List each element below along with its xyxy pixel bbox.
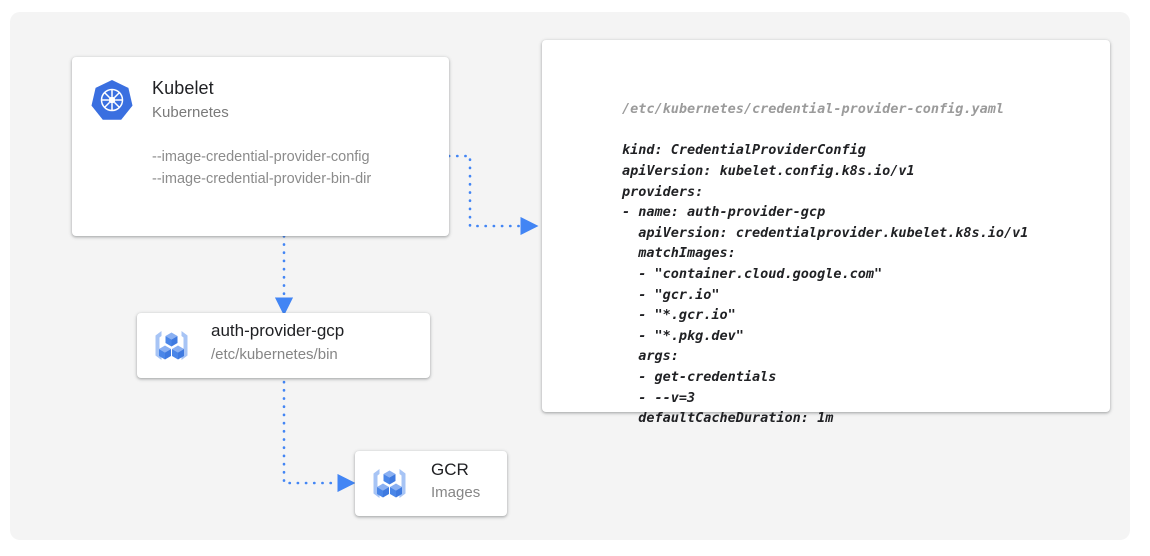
kubelet-node-card[interactable]: Kubelet Kubernetes --image-credential-pr… [72, 57, 449, 236]
kubelet-flag-bin-dir: --image-credential-provider-bin-dir [152, 171, 372, 187]
auth-provider-gcp-node-card[interactable]: auth-provider-gcp /etc/kubernetes/bin [137, 313, 430, 378]
yaml-code-block: /etc/kubernetes/credential-provider-conf… [622, 58, 1028, 449]
yaml-code-body: kind: CredentialProviderConfig apiVersio… [622, 142, 1029, 427]
auth-provider-subtitle: /etc/kubernetes/bin [211, 346, 338, 363]
gcr-subtitle: Images [431, 484, 481, 501]
credential-provider-config-card: /etc/kubernetes/credential-provider-conf… [542, 40, 1110, 426]
auth-provider-title: auth-provider-gcp [211, 321, 345, 340]
kubernetes-logo-icon [88, 77, 136, 125]
kubelet-title: Kubelet [152, 78, 214, 98]
gcr-title: GCR [431, 460, 469, 479]
container-registry-icon [367, 461, 412, 506]
container-registry-icon [149, 323, 194, 368]
kubelet-subtitle: Kubernetes [152, 104, 229, 121]
config-file-path: /etc/kubernetes/credential-provider-conf… [622, 101, 1005, 118]
gcr-node-card[interactable]: GCR Images [355, 451, 507, 516]
kubelet-flag-config: --image-credential-provider-config [152, 149, 370, 165]
